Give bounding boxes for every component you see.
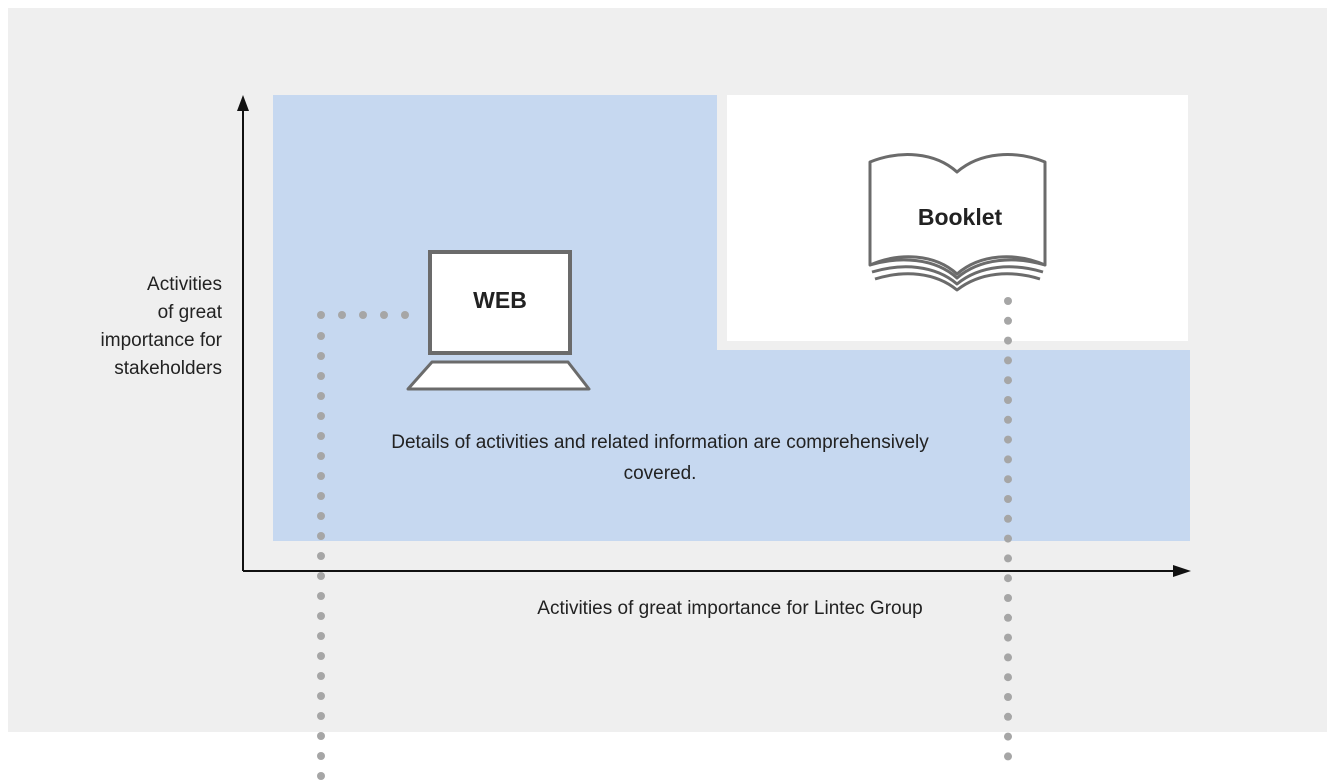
connector-dot	[317, 512, 325, 520]
connector-dot	[317, 732, 325, 740]
connector-dot	[338, 311, 346, 319]
connector-dot	[1004, 475, 1012, 484]
connector-dot	[380, 311, 388, 319]
connector-dot	[317, 592, 325, 600]
connector-dot	[1004, 594, 1012, 602]
y-axis-label: Activities of great importance for stake…	[100, 274, 222, 379]
connector-dot	[317, 372, 325, 380]
connector-dot	[1004, 673, 1012, 682]
connector-dot	[317, 712, 325, 720]
connector-dot	[1004, 495, 1012, 503]
connector-dot	[317, 552, 325, 560]
connector-dot	[317, 652, 325, 660]
connector-dot	[317, 632, 325, 640]
connector-dot	[317, 332, 325, 340]
connector-dot	[1004, 455, 1012, 464]
connector-dot	[1004, 534, 1012, 543]
connector-dot	[1004, 297, 1012, 305]
connector-dot	[1004, 336, 1012, 345]
connector-dot	[317, 492, 325, 500]
connector-dot	[1004, 653, 1012, 662]
connector-dot	[317, 311, 325, 319]
connector-dot	[1004, 574, 1012, 583]
booklet-dotted-connector	[1004, 297, 1012, 761]
coverage-description: Details of activities and related inform…	[391, 432, 929, 484]
open-book-icon	[868, 153, 1047, 292]
connector-dot	[1004, 613, 1012, 622]
connector-dot	[317, 352, 325, 360]
connector-dot	[317, 452, 325, 460]
connector-dot	[317, 692, 325, 700]
connector-dot	[1004, 316, 1012, 325]
connector-dot	[1004, 415, 1012, 424]
connector-dot	[1004, 514, 1012, 523]
x-axis-label: Activities of great importance for Linte…	[537, 598, 923, 619]
connector-dot	[317, 672, 325, 680]
axes	[237, 95, 1191, 577]
connector-dot	[317, 772, 325, 780]
web-label: WEB	[473, 286, 527, 313]
connector-dot	[317, 572, 325, 580]
connector-dot	[1004, 376, 1012, 385]
connector-dot	[317, 472, 325, 480]
connector-dot	[1004, 633, 1012, 642]
connector-dot	[317, 412, 325, 420]
connector-dot	[1004, 712, 1012, 721]
laptop-icon	[406, 250, 591, 391]
connector-dot	[401, 311, 409, 319]
connector-dot	[1004, 752, 1012, 761]
connector-dot	[317, 752, 325, 760]
connector-dot	[317, 532, 325, 540]
connector-dot	[317, 392, 325, 400]
connector-dot	[1004, 732, 1012, 741]
connector-dot	[359, 311, 367, 319]
connector-dot	[1004, 396, 1012, 404]
connector-dot	[317, 432, 325, 440]
booklet-label: Booklet	[917, 203, 1003, 230]
connector-dot	[1004, 554, 1012, 563]
connector-dot	[1004, 435, 1012, 444]
web-coverage-region-lower	[717, 350, 1190, 541]
connector-dot	[1004, 693, 1012, 701]
connector-dot	[317, 612, 325, 620]
connector-dot	[1004, 356, 1012, 365]
web-dotted-connector	[317, 311, 409, 780]
